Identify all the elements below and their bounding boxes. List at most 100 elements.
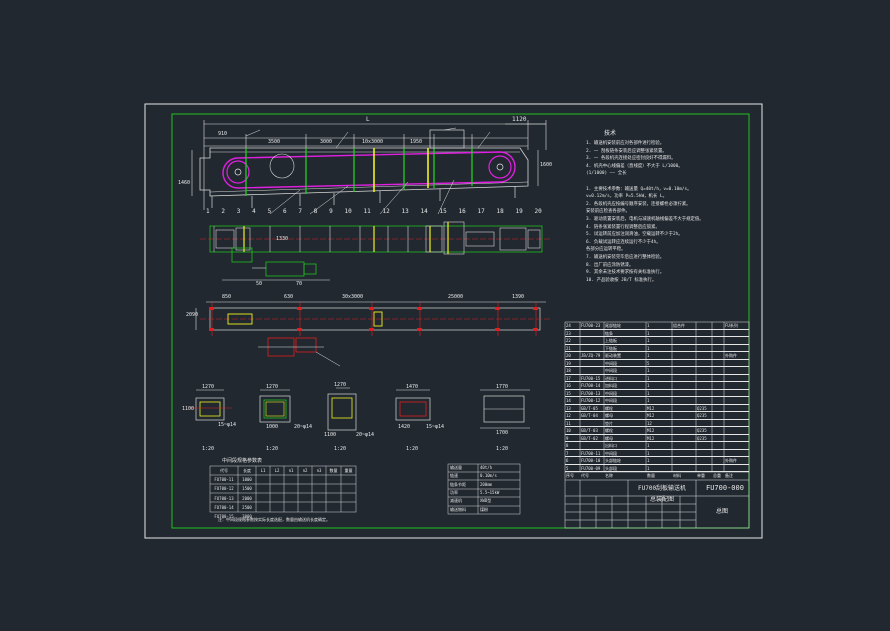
- tech-requirement-line: 4. 链条张紧装置行程调整后应锁紧。: [586, 224, 660, 230]
- dim-910: 910: [218, 131, 228, 137]
- bom-cell: 1: [647, 375, 650, 381]
- bom-cell: [672, 382, 696, 389]
- bom-cell: 1: [647, 465, 650, 471]
- bom-cell: [712, 345, 724, 352]
- bom-cell: 1: [647, 338, 650, 343]
- bom-cell: 16: [566, 383, 571, 388]
- bom-cell: 17: [566, 375, 571, 381]
- bom-cell: FU700-11: [581, 450, 601, 456]
- tech-requirement-line: 8. 出厂前应涂防锈漆。: [586, 262, 634, 268]
- bom-header-cell: 代号: [581, 473, 589, 478]
- bom-cell: Q235: [697, 435, 707, 441]
- bom-cell: 5: [647, 360, 650, 366]
- part-no: 19: [515, 208, 523, 215]
- bom-cell: 14: [566, 398, 571, 403]
- bom-header-cell: 数量: [647, 473, 655, 478]
- params-cell: 输送物料: [450, 506, 466, 512]
- section-4-scale: 1:20: [406, 446, 419, 452]
- params-table-grid: [447, 463, 521, 515]
- bom-cell: [712, 375, 724, 382]
- spec-cell: 2000: [242, 495, 252, 501]
- bom-cell: [712, 337, 724, 344]
- bom-cell: 螺栓: [605, 405, 613, 411]
- part-no: 6: [282, 208, 287, 215]
- part-no: 4: [252, 208, 256, 215]
- spec-cell: [298, 494, 312, 503]
- spec-cell: n1: [288, 468, 294, 473]
- bom-cell: Q235: [697, 428, 707, 433]
- part-no: 13: [401, 208, 409, 215]
- elevation-view: [191, 120, 547, 215]
- bom-cell: [712, 442, 724, 449]
- bom-cell: [724, 442, 749, 449]
- bom-cell: 中间段: [605, 450, 617, 456]
- tech-requirement-line: 3. 一 各段机壳连接处应密封良好不得漏料。: [586, 156, 676, 162]
- dim-25000: 25000: [448, 294, 464, 300]
- spec-table-grid: [209, 465, 357, 513]
- tech-requirement-line: 1. 输送机安装前应对各部件进行检验。: [586, 141, 665, 146]
- params-cell: 200mm: [480, 481, 493, 487]
- dim-30x3000: 30x3000: [342, 294, 364, 300]
- section-2-scale: 1:20: [266, 446, 279, 452]
- bom-cell: 1: [647, 398, 650, 403]
- bom-cell: FU700-09: [581, 465, 601, 471]
- part-no: 12: [382, 208, 390, 215]
- bom-cell: GB/T-04: [581, 413, 598, 418]
- bom-cell: JB/ZQ-79: [581, 353, 601, 358]
- spec-cell: [270, 503, 284, 512]
- bom-cell: 中间段: [605, 360, 617, 366]
- spec-cell: [270, 494, 284, 503]
- bom-cell: [672, 450, 696, 457]
- bom-cell: [712, 352, 724, 359]
- spec-cell: L2: [274, 468, 280, 473]
- section-1-width: 1270: [202, 384, 215, 390]
- part-no: 10: [344, 208, 352, 215]
- dim-3500: 3500: [268, 139, 281, 145]
- spec-cell: [312, 503, 326, 512]
- tech-requirement-line: (1/1000) —— 全长: [586, 171, 627, 177]
- tech-requirement-line: 10. 产品验收按 JB/T 标准执行。: [586, 277, 657, 283]
- dim-1950: 1950: [410, 139, 423, 145]
- bom-cell: 7: [566, 450, 569, 456]
- bom-cell: [712, 457, 724, 464]
- bom-cell: [712, 405, 724, 412]
- bom-cell: [724, 375, 749, 382]
- spec-cell: 1500: [242, 486, 252, 492]
- spec-cell: [312, 484, 326, 493]
- bom-cell: [724, 382, 749, 389]
- spec-cell: 3000: [242, 513, 252, 519]
- bom-cell: 头部链轮: [605, 458, 621, 463]
- bom-cell: 24: [566, 323, 571, 328]
- bom-cell: 12: [566, 413, 571, 418]
- bom-cell: [724, 330, 749, 337]
- spec-cell: 数量: [329, 468, 338, 473]
- spec-cell: [326, 484, 341, 493]
- bom-cell: 21: [566, 345, 571, 351]
- bom-cell: [580, 345, 604, 352]
- spec-cell: 长度: [243, 468, 251, 473]
- bom-cell: 螺栓: [605, 428, 613, 433]
- bom-cell: 11: [566, 420, 571, 426]
- bom-cell: 下链板: [605, 345, 617, 351]
- dim-L: L: [366, 116, 370, 123]
- spec-cell: [270, 475, 284, 484]
- spec-cell: [298, 503, 312, 512]
- bom-cell: [672, 420, 696, 427]
- dim-50: 50: [256, 281, 263, 287]
- bom-cell: [712, 420, 724, 427]
- bom-cell: 驱动装置: [605, 353, 621, 358]
- bom-cell: 20: [566, 353, 571, 358]
- bom-cell: [712, 427, 724, 434]
- bom-cell: [672, 465, 696, 472]
